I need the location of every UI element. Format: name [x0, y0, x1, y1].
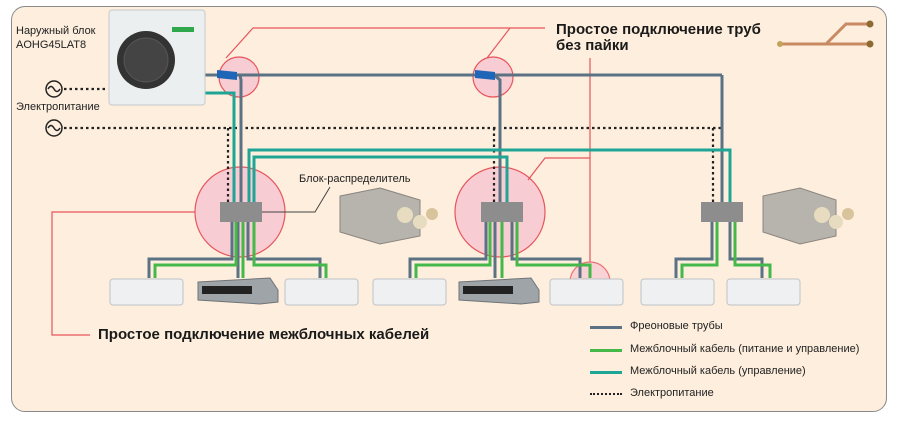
- power-symbol-icon-2: [45, 119, 63, 137]
- distributor-box-1: [220, 202, 262, 222]
- legend-swatch-power-control: [590, 349, 622, 352]
- refrigerant-pipes: [147, 73, 764, 278]
- distributor-image-1: [339, 187, 438, 245]
- power-lines: [64, 87, 722, 202]
- legend-swatch-refrigerant: [590, 326, 622, 329]
- distributor-image-2: [762, 187, 854, 245]
- indoor-unit-wall-2: [284, 278, 359, 306]
- distributor-label: Блок-распределитель: [299, 173, 411, 185]
- control-cables: [205, 91, 732, 202]
- callout-line-cables: [51, 211, 195, 336]
- pipe-connection-subtitle: без пайки: [556, 37, 629, 54]
- indoor-unit-wall-3: [372, 278, 447, 306]
- outdoor-unit-label: Наружный блок: [16, 25, 96, 37]
- distributor-label-line: [262, 186, 331, 213]
- indoor-unit-wall-1: [109, 278, 184, 306]
- indoor-unit-wall-6: [726, 278, 801, 306]
- pipe-joint-2: [475, 70, 495, 80]
- indoor-unit-wall-4: [549, 278, 624, 306]
- legend-label-power-control: Межблочный кабель (питание и управление): [630, 343, 860, 355]
- power-supply-label: Электропитание: [16, 101, 100, 113]
- callout-line-joint-1: [225, 27, 545, 59]
- copper-branch-pipe-image: [777, 20, 874, 48]
- legend-swatch-power: [590, 393, 622, 395]
- outdoor-unit-image: [108, 9, 206, 106]
- outdoor-unit-model: AOHG45LAT8: [16, 39, 87, 51]
- callout-line-joint-2: [486, 27, 511, 59]
- indoor-units: [109, 278, 801, 306]
- pipe-joint-1: [217, 70, 237, 80]
- legend-swatch-control: [590, 371, 622, 374]
- distributor-box-3: [701, 202, 743, 222]
- legend-label-power: Электропитание: [630, 387, 714, 399]
- power-symbol-icon-1: [45, 80, 63, 98]
- indoor-units-ducted: [197, 277, 540, 305]
- power-control-cables: [153, 222, 772, 278]
- cable-connection-title: Простое подключение межблочных кабелей: [98, 326, 430, 343]
- distributor-box-2: [481, 202, 523, 222]
- indoor-unit-wall-5: [640, 278, 715, 306]
- pipe-connection-title: Простое подключение труб: [556, 21, 761, 38]
- callout-line-distributor-2: [527, 157, 590, 181]
- legend-label-control: Межблочный кабель (управление): [630, 365, 806, 377]
- legend-label-refrigerant: Фреоновые трубы: [630, 320, 723, 332]
